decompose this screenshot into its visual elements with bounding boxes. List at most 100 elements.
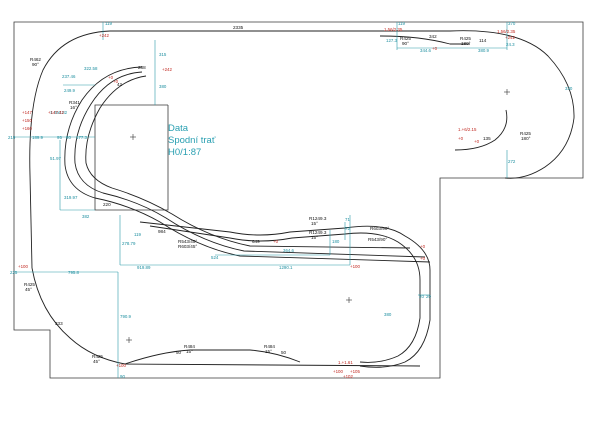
track-right-loop	[454, 109, 508, 151]
track-outer-left-lower	[31, 267, 421, 367]
label-r1249-a-deg: 15°	[311, 221, 318, 226]
height-0-d: +0	[458, 136, 464, 141]
dim-80: 80	[66, 135, 71, 140]
dim-127-3: 127.3	[386, 38, 398, 43]
track-inner-2	[74, 71, 426, 258]
height-105: +105	[350, 369, 360, 374]
height-0-a: +0	[108, 75, 114, 80]
label-114: 114	[479, 38, 487, 43]
dim-119-c: 119	[134, 232, 142, 237]
label-r484-a-deg: 15°	[186, 349, 193, 354]
dim-237-46: 237.46	[62, 74, 76, 79]
height-0-f: +0	[273, 239, 279, 244]
label-r462: R462	[30, 57, 41, 62]
label-42: 42	[117, 82, 123, 87]
height-1-56-b: 1.56/2.35	[497, 29, 516, 34]
dim-119-a: 119	[105, 21, 113, 26]
label-r1249-b-deg: 15°	[311, 235, 318, 240]
track-outer-left-curve	[29, 30, 111, 269]
dim-919-89: 919.89	[137, 265, 151, 270]
title-line-3: H0/1:87	[168, 147, 201, 158]
dim-219: 219	[8, 135, 16, 140]
dim-189-9: 189.9	[32, 135, 44, 140]
dim-1450-82: 1 450.82	[50, 110, 68, 115]
label-r425-left: R425	[24, 282, 35, 287]
dim-315: 315	[159, 52, 167, 57]
height-242-b: +242	[162, 67, 172, 72]
label-r425-bot: R425	[92, 354, 103, 359]
height-1-56: 1.56/2.35	[384, 27, 403, 32]
height-147-42: +147.42	[48, 110, 65, 115]
dim-344-6: 344.6	[420, 48, 432, 53]
dim-380-9: 380.9	[478, 48, 490, 53]
dim-380-b: 380	[384, 312, 392, 317]
label-220: 220	[103, 202, 111, 207]
dim-119-b: 119	[398, 21, 406, 26]
label-50-a: 50	[176, 350, 182, 355]
dim-20-a: 20	[419, 294, 424, 299]
track-middle	[139, 221, 431, 368]
track-inner-1	[64, 66, 431, 263]
height-100-b: +100	[350, 264, 360, 269]
label-r425-right-deg: 180°	[461, 41, 471, 46]
height-160: +160	[22, 126, 32, 131]
label-r425-right: R425	[460, 36, 471, 41]
dim-272: 272	[508, 159, 516, 164]
dim-330: 330	[565, 86, 573, 91]
dim-95: 95	[57, 135, 62, 140]
title-line-1: Data	[168, 123, 189, 134]
title-line-2: Spodní trať	[168, 135, 216, 146]
label-r425-top: R425	[400, 36, 411, 41]
centre-marks	[126, 89, 510, 343]
dim-790-9: 790.9	[120, 314, 132, 319]
label-r462-deg: 90°	[32, 62, 39, 67]
track-outer-top	[110, 30, 575, 179]
dim-1290-1: 1290.1	[279, 265, 293, 270]
track-inner-3	[85, 75, 411, 249]
label-r341: R341	[69, 100, 80, 105]
dim-278-79: 278.79	[122, 241, 136, 246]
label-2335: 2335	[233, 25, 244, 30]
dim-319-97: 319.97	[64, 195, 78, 200]
label-r425-brb-deg: 180°	[521, 136, 531, 141]
dim-24-3: 24.3	[506, 42, 515, 47]
label-r341-deg: 16°	[70, 105, 77, 110]
label-r603-2: R603/90°	[370, 226, 389, 231]
label-649: 649	[252, 239, 260, 244]
label-135: 135	[483, 136, 491, 141]
label-r425-left-deg: 45°	[25, 287, 32, 292]
height-0-g: +0	[420, 244, 426, 249]
label-r603-1: R603/45°	[178, 244, 197, 249]
dim-90: 90	[120, 374, 125, 379]
height-150: +150	[22, 118, 32, 123]
height-0-c: +0	[432, 46, 438, 51]
label-r425-top-deg: 90°	[402, 41, 409, 46]
height-0-e: +0	[474, 139, 480, 144]
height-0-h: +0	[420, 256, 426, 261]
dim-322-58: 322.58	[84, 66, 98, 71]
label-r543-2: R543/90°	[368, 237, 387, 242]
dim-20-b: 20	[426, 294, 431, 299]
dim-380: 380	[159, 84, 167, 89]
height-102: +102	[343, 374, 353, 379]
track-ramp	[124, 349, 301, 365]
label-r425-brb: R425	[520, 131, 531, 136]
dim-370: 370	[508, 21, 516, 26]
height-0-b: +0	[113, 79, 119, 84]
track-top-right	[379, 35, 470, 45]
dim-364-6: 364.6	[283, 248, 295, 253]
height-100-c: +100	[116, 363, 126, 368]
dim-382: 382	[82, 214, 90, 219]
dim-225: 225	[10, 270, 18, 275]
dim-71: 71	[345, 217, 350, 222]
label-r484-b: R484	[264, 344, 275, 349]
height-100-d: +100	[333, 369, 343, 374]
label-r1249-a: R1249.3	[309, 216, 327, 221]
label-333: 333	[55, 321, 63, 326]
height-1-61: 1.+1.61	[338, 360, 353, 365]
dim-249-9: 249.9	[64, 88, 76, 93]
height-100: +100	[18, 264, 28, 269]
height-242-top: +242	[505, 35, 515, 40]
dim-72: 72	[345, 226, 350, 231]
